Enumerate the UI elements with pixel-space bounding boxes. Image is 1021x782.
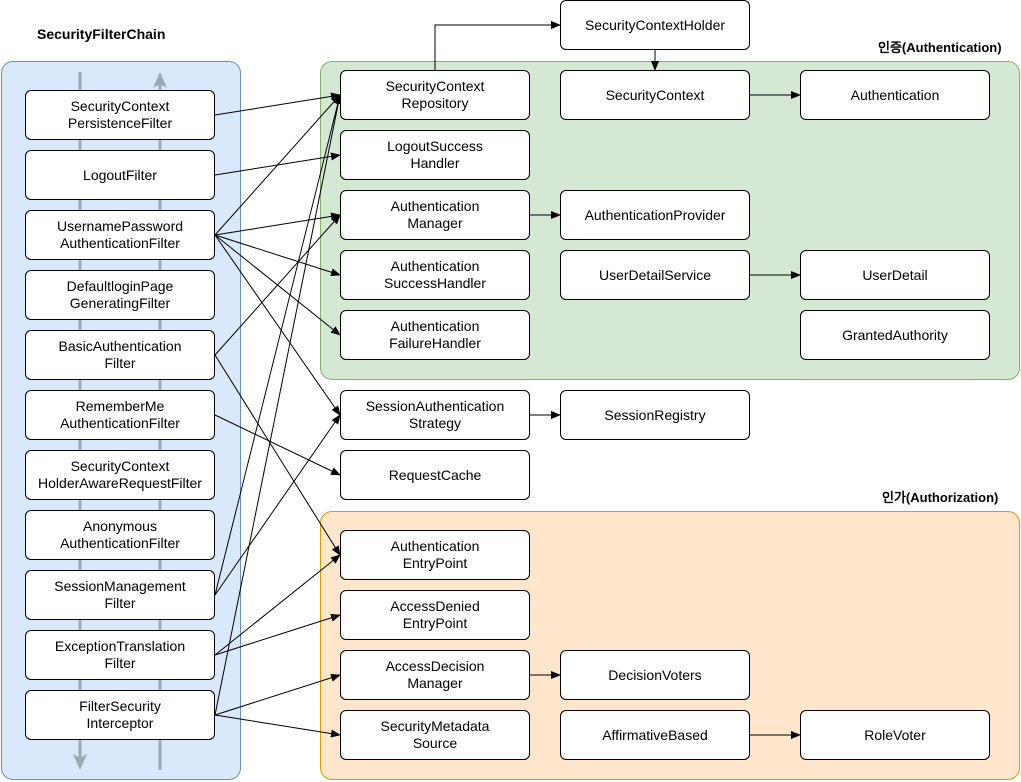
- edge-filter-9-to-access-denied-entry-point: [214, 613, 341, 656]
- edge-security-context-repository-to-security-context-holder: [434, 21, 561, 70]
- authentication-failure-handler-box: Authentication FailureHandler: [340, 310, 530, 360]
- filter-box-2: UsernamePassword AuthenticationFilter: [25, 210, 215, 260]
- decision-voters-box: DecisionVoters: [560, 650, 750, 700]
- edge-filter-2-to-authentication-success-handler: [214, 234, 341, 277]
- authentication-entry-point-box: Authentication EntryPoint: [340, 530, 530, 580]
- authentication-provider-box: AuthenticationProvider: [560, 190, 750, 240]
- granted-authority-box: GrantedAuthority: [800, 310, 990, 360]
- edge-filter-8-to-session-authentication-strategy: [214, 414, 341, 596]
- security-context-box: SecurityContext: [560, 70, 750, 120]
- filter-box-7: Anonymous AuthenticationFilter: [25, 510, 215, 560]
- edge-filter-10-to-security-metadata-source: [214, 714, 341, 738]
- access-decision-manager-box: AccessDecision Manager: [340, 650, 530, 700]
- authentication-success-handler-box: Authentication SuccessHandler: [340, 250, 530, 300]
- edge-filter-10-to-security-context-repository: [214, 94, 343, 716]
- edge-filter-10-to-access-decision-manager: [214, 673, 341, 716]
- session-registry-box: SessionRegistry: [560, 390, 750, 440]
- filter-box-8: SessionManagement Filter: [25, 570, 215, 620]
- authentication-box: Authentication: [800, 70, 990, 120]
- session-authentication-strategy-box: SessionAuthentication Strategy: [340, 390, 530, 440]
- filter-box-9: ExceptionTranslation Filter: [25, 630, 215, 680]
- request-cache-box: RequestCache: [340, 450, 530, 500]
- filter-box-4: BasicAuthentication Filter: [25, 330, 215, 380]
- affirmative-based-box: AffirmativeBased: [560, 710, 750, 760]
- role-voter-box: RoleVoter: [800, 710, 990, 760]
- edge-filter-4-to-authentication-manager: [214, 214, 341, 356]
- edge-filter-2-to-authentication-manager: [214, 212, 341, 236]
- authentication-title: 인증(Authentication): [878, 40, 1002, 55]
- filter-box-6: SecurityContext HolderAwareRequestFilter: [25, 450, 215, 500]
- edge-filter-5-to-request-cache: [214, 414, 341, 476]
- security-metadata-source-box: SecurityMetadata Source: [340, 710, 530, 760]
- edge-filter-8-to-security-context-repository: [214, 94, 342, 596]
- edge-filter-9-to-authentication-entry-point: [214, 554, 341, 656]
- chain-title: SecurityFilterChain: [37, 26, 166, 42]
- filter-box-5: RememberMe AuthenticationFilter: [25, 390, 215, 440]
- user-detail-service-box: UserDetailService: [560, 250, 750, 300]
- security-context-repository-box: SecurityContext Repository: [340, 70, 530, 120]
- filter-box-1: LogoutFilter: [25, 150, 215, 200]
- user-detail-box: UserDetail: [800, 250, 990, 300]
- filter-box-0: SecurityContext PersistenceFilter: [25, 90, 215, 140]
- edge-filter-2-to-session-authentication-strategy: [214, 234, 341, 416]
- authorization-title: 인가(Authorization): [882, 490, 999, 505]
- filter-box-3: DefaultloginPage GeneratingFilter: [25, 270, 215, 320]
- edge-filter-0-to-security-context-repository: [214, 92, 341, 116]
- security-context-holder-box: SecurityContextHolder: [560, 0, 750, 50]
- logout-success-handler-box: LogoutSuccess Handler: [340, 130, 530, 180]
- filter-box-10: FilterSecurity Interceptor: [25, 690, 215, 740]
- access-denied-entry-point-box: AccessDenied EntryPoint: [340, 590, 530, 640]
- edge-filter-4-to-authentication-entry-point: [214, 354, 341, 556]
- authentication-manager-box: Authentication Manager: [340, 190, 530, 240]
- edge-filter-2-to-security-context-repository: [214, 94, 341, 236]
